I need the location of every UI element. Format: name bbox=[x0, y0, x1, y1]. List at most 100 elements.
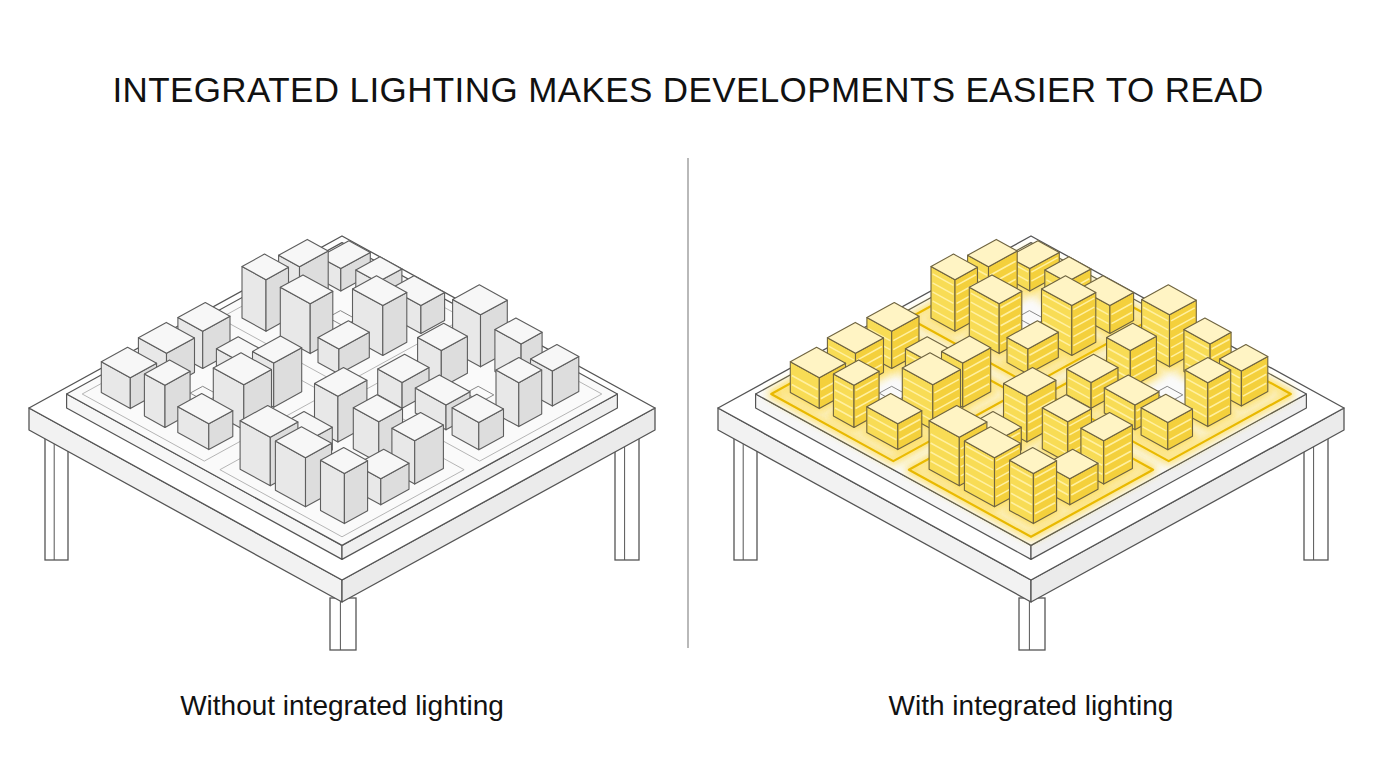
figure-title: INTEGRATED LIGHTING MAKES DEVELOPMENTS E… bbox=[0, 70, 1376, 110]
building-roof bbox=[318, 321, 369, 349]
building-roof bbox=[315, 368, 367, 397]
building-roof bbox=[1067, 354, 1118, 382]
building-roof bbox=[353, 395, 402, 422]
table-leg-edge bbox=[743, 430, 744, 560]
building-roof bbox=[964, 427, 1020, 458]
lit-floor-line bbox=[1001, 306, 1021, 317]
lit-floor-line bbox=[1005, 403, 1025, 414]
building-roof bbox=[242, 254, 289, 280]
lit-floor-line bbox=[1035, 494, 1055, 505]
building-roof bbox=[353, 276, 407, 306]
model-base-edge bbox=[1031, 394, 1306, 559]
lit-floor-line bbox=[1029, 349, 1056, 364]
building-block bbox=[178, 394, 233, 450]
city-model-table bbox=[718, 236, 1344, 650]
lit-floor-line bbox=[1011, 475, 1032, 486]
lit-floor-line bbox=[971, 302, 998, 317]
building-roof bbox=[1042, 276, 1096, 306]
lit-floor-line bbox=[904, 387, 931, 402]
building-block bbox=[318, 321, 369, 374]
lit-floor-line bbox=[1111, 303, 1132, 314]
building-roof bbox=[1107, 323, 1157, 350]
building-roof bbox=[240, 406, 298, 438]
table-leg-edge bbox=[624, 430, 625, 560]
panel-caption: With integrated lighting bbox=[711, 690, 1351, 722]
lit-floor-line bbox=[966, 464, 993, 479]
lit-floor-line bbox=[835, 390, 852, 400]
building-roof bbox=[1010, 448, 1057, 474]
building-roof bbox=[1104, 375, 1159, 405]
building-roof bbox=[833, 360, 879, 385]
table-edge bbox=[1031, 408, 1344, 602]
lit-floor-line bbox=[1209, 388, 1229, 399]
lit-floor-line bbox=[1111, 312, 1132, 323]
lit-floor-line bbox=[933, 310, 954, 321]
building-roof bbox=[1220, 345, 1268, 372]
building-roof bbox=[942, 336, 991, 363]
building-roof bbox=[1007, 321, 1058, 349]
building-roof bbox=[178, 394, 233, 424]
building-roof bbox=[279, 239, 329, 266]
lit-floor-line bbox=[1073, 325, 1094, 336]
lit-floor-line bbox=[933, 292, 954, 303]
building-roof bbox=[1184, 318, 1231, 344]
building-roof bbox=[1081, 413, 1133, 441]
building-roof bbox=[495, 318, 542, 344]
building-roof bbox=[496, 358, 542, 383]
lit-floor-line bbox=[933, 283, 954, 294]
building-roof bbox=[531, 345, 579, 372]
lit-floor-line bbox=[931, 443, 958, 458]
lit-floor-line bbox=[1073, 307, 1094, 318]
lit-floor-line bbox=[1035, 503, 1055, 514]
lit-floor-line bbox=[1073, 334, 1094, 345]
building-roof bbox=[392, 413, 444, 441]
building-roof bbox=[1185, 358, 1231, 383]
building-roof bbox=[178, 303, 230, 332]
lit-floor-line bbox=[1169, 419, 1191, 431]
lit-floor-line bbox=[971, 320, 998, 335]
table-top bbox=[29, 236, 655, 580]
lit-floor-line bbox=[835, 408, 852, 418]
model-base-edge bbox=[342, 394, 617, 559]
lit-floor-line bbox=[1108, 348, 1129, 359]
building-block bbox=[1010, 448, 1057, 524]
lit-floor-line bbox=[931, 434, 958, 449]
lit-floor-line bbox=[1132, 347, 1155, 360]
lit-floor-line bbox=[1187, 388, 1207, 399]
building-roof bbox=[418, 323, 468, 350]
lit-floor-line bbox=[1187, 397, 1207, 408]
lit-floor-line bbox=[1043, 304, 1070, 319]
model-base-top bbox=[756, 243, 1307, 546]
building-roof bbox=[931, 254, 978, 280]
lit-floor-line bbox=[1209, 406, 1229, 417]
building-roof bbox=[827, 322, 883, 353]
building-block bbox=[452, 394, 503, 450]
lit-floor-line bbox=[1082, 445, 1102, 456]
lit-floor-line bbox=[899, 428, 920, 439]
lit-floor-line bbox=[1035, 485, 1055, 496]
lit-floor-line bbox=[1035, 476, 1055, 487]
building-roof bbox=[378, 354, 429, 382]
building-roof bbox=[415, 375, 470, 405]
lit-floor-line bbox=[1011, 493, 1032, 504]
table-top bbox=[718, 236, 1344, 580]
building-roof bbox=[1141, 394, 1192, 422]
lit-floor-line bbox=[1011, 484, 1032, 495]
table-leg-edge bbox=[340, 598, 341, 650]
lit-floor-line bbox=[1001, 315, 1021, 326]
building-roof bbox=[280, 275, 333, 304]
lit-floor-line bbox=[966, 473, 993, 488]
lit-floor-line bbox=[933, 301, 954, 312]
building-roof bbox=[213, 353, 271, 385]
table-leg-edge bbox=[54, 430, 55, 560]
building-roof bbox=[138, 322, 194, 353]
lit-floor-line bbox=[792, 385, 818, 399]
building-block bbox=[321, 448, 368, 524]
lit-floor-line bbox=[931, 452, 958, 467]
building-roof bbox=[144, 360, 190, 385]
building-roof bbox=[453, 285, 508, 315]
lit-floor-line bbox=[1073, 316, 1094, 327]
building-roof bbox=[1142, 285, 1197, 315]
